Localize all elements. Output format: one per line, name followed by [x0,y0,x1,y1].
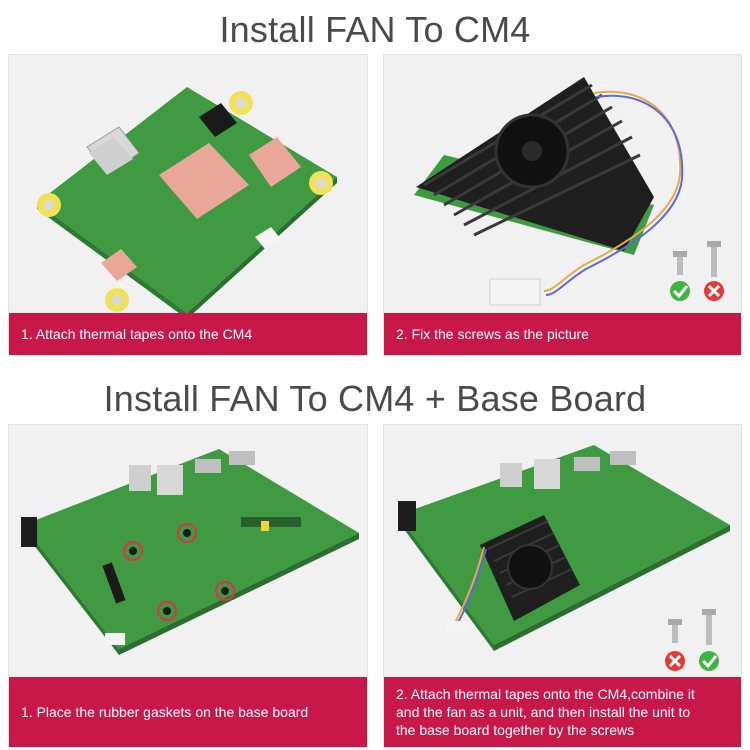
base-board-illustration [21,449,359,655]
screw-long-icon [707,241,721,277]
step-panel-install-fan-unit: 2. Attach thermal tapes onto the CM4,com… [383,424,742,748]
step-caption: 2. Fix the screws as the picture [396,326,589,342]
thermal-pad-large [159,143,249,219]
gasket-marker [215,581,235,601]
step-caption: 1. Attach thermal tapes onto the CM4 [21,326,253,342]
base-board-fan-illustration [398,445,730,671]
cross-mark-icon [704,281,724,301]
fan-heatsink-illustration [414,77,724,306]
screw-short-icon [673,251,687,275]
check-mark-icon [670,281,690,301]
step-panel-attach-thermal-tapes: 1. Attach thermal tapes onto the CM4 [8,54,368,356]
gasket-marker [177,523,197,543]
screw-short-icon [668,619,682,643]
section-title-cm4: Install FAN To CM4 [219,9,531,50]
step-caption: 2. Attach thermal tapes onto the CM4,com… [396,686,695,738]
fan-icon [507,544,553,590]
check-mark-icon [699,651,719,671]
gasket-marker [157,601,177,621]
step-panel-fix-screws: 2. Fix the screws as the picture [383,54,742,356]
cm4-board-illustration [37,87,337,315]
gasket-marker [123,541,143,561]
step-caption: 1. Place the rubber gaskets on the base … [21,704,309,720]
thermal-pad-small [249,137,301,187]
fan-connector [489,278,541,306]
step-panel-place-gaskets: 1. Place the rubber gaskets on the base … [8,424,368,748]
section-title-cm4-base-board: Install FAN To CM4 + Base Board [103,378,647,419]
screw-long-icon [702,609,716,645]
cross-mark-icon [665,651,685,671]
